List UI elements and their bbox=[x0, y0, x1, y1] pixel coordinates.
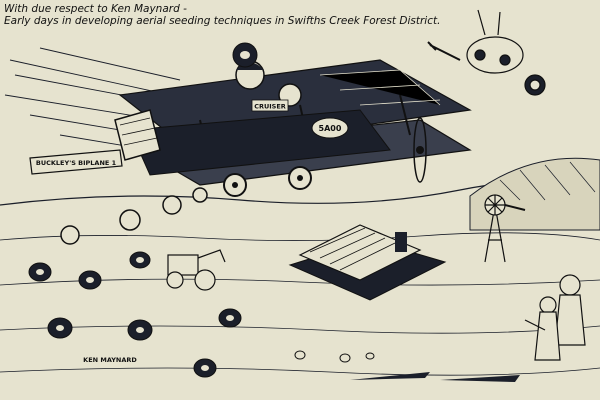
hill bbox=[469, 157, 600, 231]
caption-line-1: With due respect to Ken Maynard - bbox=[4, 3, 187, 15]
bystanders bbox=[524, 274, 586, 361]
fuselage-label: 5A00 bbox=[319, 124, 342, 133]
biplane: 5A00 CRUISER bbox=[114, 42, 472, 197]
banner-text: BUCKLEY'S BIPLANE 1 bbox=[36, 159, 117, 167]
artist-signature: KEN MAYNARD bbox=[83, 356, 137, 364]
windmill bbox=[484, 194, 526, 263]
building bbox=[288, 224, 447, 301]
scatter-marks bbox=[294, 350, 520, 382]
seed-creatures bbox=[28, 251, 242, 378]
fuselage-badge bbox=[311, 117, 349, 139]
seed-balls bbox=[60, 187, 208, 245]
banner: BUCKLEY'S BIPLANE 1 bbox=[29, 149, 123, 175]
tail-fin bbox=[114, 109, 161, 161]
tractor bbox=[166, 249, 226, 291]
flying-creature bbox=[427, 9, 546, 96]
propeller bbox=[413, 117, 427, 183]
caption-line-2: Early days in developing aerial seeding … bbox=[4, 15, 441, 27]
caption: With due respect to Ken Maynard - Early … bbox=[4, 3, 441, 27]
cockpit-label: CRUISER bbox=[254, 103, 286, 111]
